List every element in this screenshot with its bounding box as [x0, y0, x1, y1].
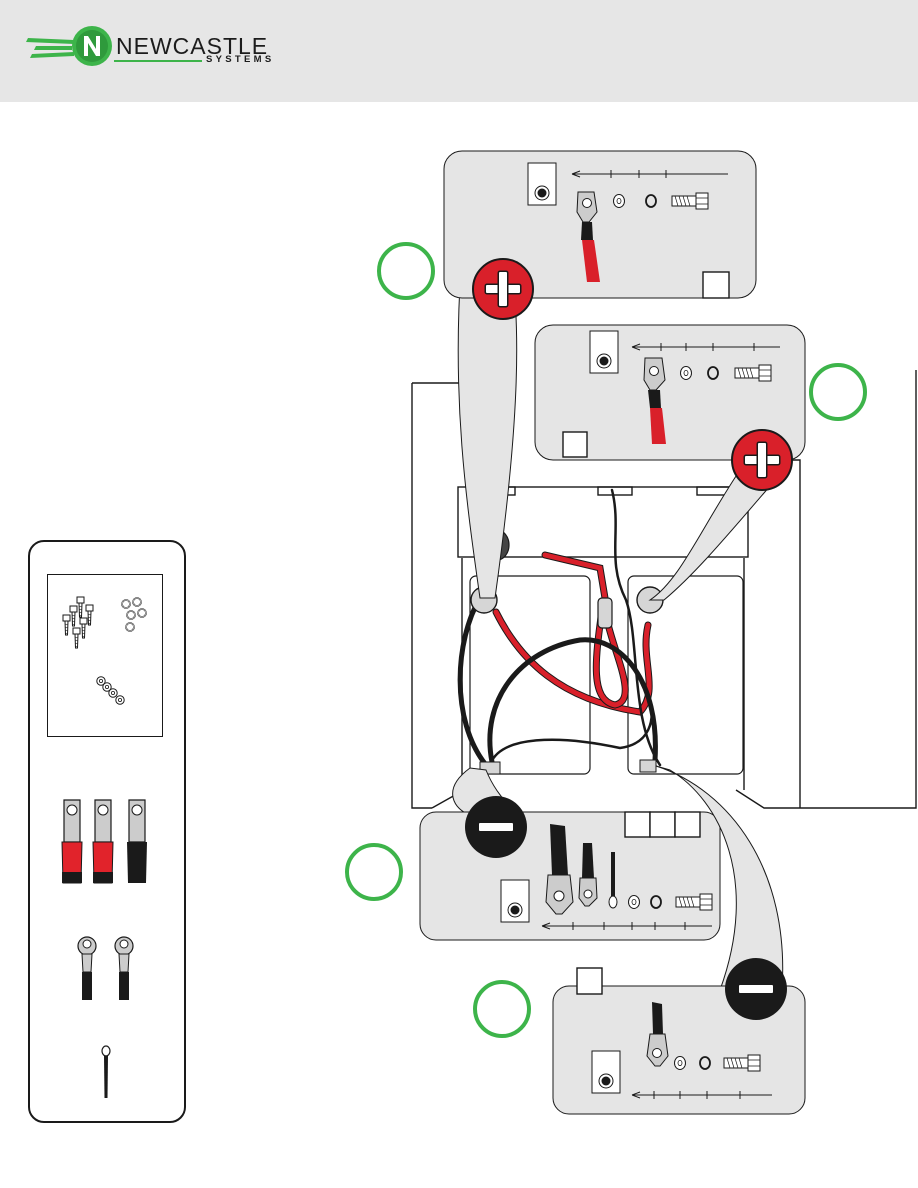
step-marker-1 — [377, 242, 435, 300]
step-marker-3 — [345, 843, 403, 901]
minus-sign-icon — [725, 958, 787, 1020]
step-marker-2 — [809, 363, 867, 421]
step-marker-4 — [473, 980, 531, 1038]
minus-sign-icon — [465, 796, 527, 858]
plus-sign-icon — [731, 429, 793, 491]
positive-cables — [496, 555, 649, 712]
plus-sign-icon — [472, 258, 534, 320]
callout-negative-1 — [420, 768, 720, 940]
